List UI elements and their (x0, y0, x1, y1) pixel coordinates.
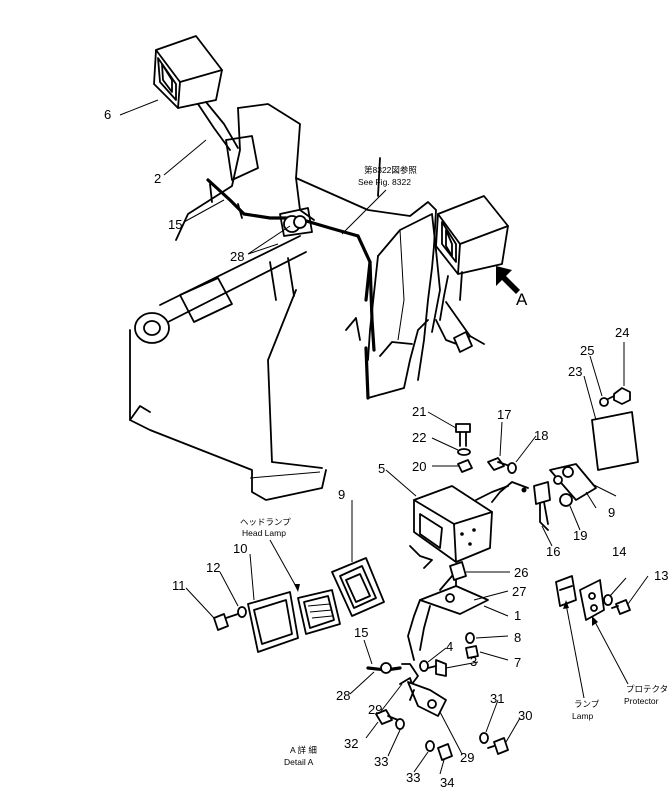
washer-22 (457, 448, 471, 456)
callout-25: 25 (580, 343, 594, 358)
callout-12: 12 (206, 560, 220, 575)
detail-caption-jp: A 詳 細 (290, 745, 317, 755)
callout-9a: 9 (338, 487, 345, 502)
protector-caption-en: Protector (624, 696, 659, 706)
callout-24: 24 (615, 325, 629, 340)
nut-7 (465, 645, 479, 659)
callout-9b: 9 (608, 505, 615, 520)
callout-31: 31 (490, 691, 504, 706)
callout-32: 32 (344, 736, 358, 751)
washer-33b (425, 740, 435, 752)
nut-19 (559, 493, 573, 507)
lamp-caption-en: Lamp (572, 711, 594, 721)
nut-20 (457, 459, 473, 473)
loader-frame (129, 103, 441, 501)
upper-right-head-lamp (435, 195, 509, 353)
callout-15a: 15 (168, 217, 182, 232)
callout-34: 34 (440, 775, 454, 790)
callout-23: 23 (568, 364, 582, 379)
callout-27: 27 (512, 584, 526, 599)
lamp-caption-jp: ランプ (574, 699, 600, 709)
callout-29a: 29 (368, 702, 382, 717)
callout-13: 13 (654, 568, 668, 583)
callout-7: 7 (514, 655, 521, 670)
callout-21: 21 (412, 404, 426, 419)
lamp-part (555, 575, 577, 607)
callout-29b: 29 (460, 750, 474, 765)
bolt-24 (605, 387, 631, 405)
callout-16: 16 (546, 544, 560, 559)
callout-19: 19 (573, 528, 587, 543)
protector-caption-jp: プロテクタ (626, 684, 668, 694)
bolt-17 (487, 457, 511, 471)
callout-20: 20 (412, 459, 426, 474)
leader-lines (119, 99, 649, 775)
bolt-3 (427, 659, 447, 677)
head-lamp-unit (297, 589, 341, 635)
callout-33a: 33 (374, 754, 388, 769)
callout-14: 14 (612, 544, 626, 559)
junction-box (409, 485, 509, 569)
view-arrow-a-label: A (516, 290, 528, 309)
lower-bracket (407, 681, 447, 717)
washer-8 (465, 632, 475, 644)
washer-12 (237, 606, 247, 618)
head-lamp-caption-jp: ヘッドランプ (240, 517, 291, 527)
harness-15-lower (366, 662, 419, 685)
callout-3: 3 (470, 654, 477, 669)
callout-5: 5 (378, 461, 385, 476)
washer-4 (419, 660, 429, 672)
washer-33a (395, 718, 405, 730)
nut-34 (437, 743, 453, 761)
washer-25 (599, 397, 609, 407)
see-fig-note-jp: 第8322図参照 (364, 165, 417, 175)
bolt-21 (455, 423, 471, 447)
callout-18: 18 (534, 428, 548, 443)
callout-numbers: 6 2 15 28 24 25 23 21 17 18 22 20 5 9 9 … (104, 107, 668, 790)
callout-17: 17 (497, 407, 511, 422)
washer-18 (507, 462, 517, 474)
see-fig-note: 第8322図参照 See Fig. 8322 (341, 165, 417, 235)
callout-33b: 33 (406, 770, 420, 785)
callout-6: 6 (104, 107, 111, 122)
lamp-frame-10 (247, 591, 299, 653)
bracket-9-right (549, 463, 597, 501)
bolt-13 (611, 599, 631, 615)
callout-28a: 28 (230, 249, 244, 264)
bolt-32 (375, 709, 399, 725)
view-arrow-a: A (496, 266, 528, 309)
callout-8: 8 (514, 630, 521, 645)
callout-10: 10 (233, 541, 247, 556)
upper-left-head-lamp (153, 35, 239, 151)
protector-part (579, 579, 605, 621)
detail-caption-en: Detail A (284, 757, 314, 767)
callout-4: 4 (446, 639, 453, 654)
washer-31 (479, 732, 489, 744)
bezel-9-left (331, 557, 385, 617)
bracket-1 (407, 575, 489, 661)
callout-1: 1 (514, 608, 521, 623)
callout-2: 2 (154, 171, 161, 186)
callout-11: 11 (172, 578, 186, 593)
bolt-11 (213, 613, 239, 631)
washer-14 (603, 594, 613, 606)
callout-26: 26 (514, 565, 528, 580)
cover-plate (591, 411, 639, 471)
callout-30: 30 (518, 708, 532, 723)
callout-22: 22 (412, 430, 426, 445)
bolt-30 (487, 737, 509, 755)
callout-15b: 15 (354, 625, 368, 640)
callout-28b: 28 (336, 688, 350, 703)
head-lamp-caption-en: Head Lamp (242, 528, 286, 538)
see-fig-note-en: See Fig. 8322 (358, 177, 411, 187)
